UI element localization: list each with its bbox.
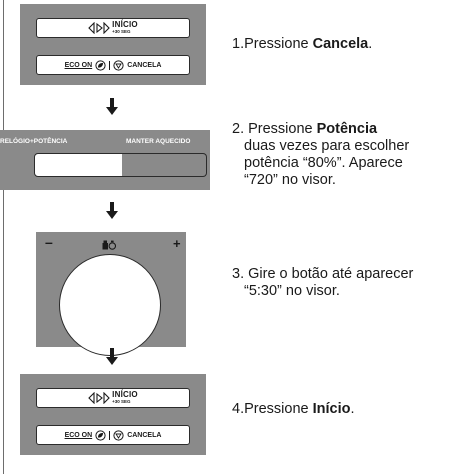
control-panel-power: RELÓGIO+POTÊNCIA MANTER AQUECIDO [0, 130, 210, 190]
separator-icon [109, 430, 111, 440]
separator-icon [109, 60, 111, 70]
down-arrow-icon [106, 98, 118, 115]
start-sublabel: +30 SEG [112, 399, 131, 405]
cancel-button[interactable]: ECO ON CANCELA [36, 425, 190, 445]
decrease-sign: – [45, 234, 53, 250]
left-margin-rule [3, 0, 4, 474]
cancel-label: CANCELA [127, 431, 162, 439]
start-label: INÍCIO [112, 390, 138, 400]
control-panel-dial: – + [36, 232, 186, 356]
cancel-button[interactable]: ECO ON CANCELA [36, 55, 190, 75]
increase-sign: + [173, 236, 181, 251]
power-button[interactable] [34, 153, 123, 177]
start-button[interactable]: INÍCIO +30 SEG [36, 388, 190, 408]
keep-warm-label: MANTER AQUECIDO [126, 138, 191, 145]
step-4-text: 4.Pressione Início. [232, 401, 355, 417]
start-button[interactable]: INÍCIO +30 SEG [36, 18, 190, 38]
control-dial[interactable] [59, 254, 161, 356]
start-icon [88, 392, 110, 404]
stop-icon [113, 429, 124, 441]
weight-timer-icon [102, 240, 116, 250]
down-arrow-icon [106, 202, 118, 219]
control-panel-start-cancel: INÍCIO +30 SEG ECO ON CANCELA [20, 4, 206, 85]
stop-icon [113, 59, 124, 71]
step-2-text: 2. Pressione Potência duas vezes para es… [232, 121, 410, 188]
cancel-label: CANCELA [127, 61, 162, 69]
keep-warm-button[interactable] [122, 153, 207, 177]
eco-on-label: ECO ON [64, 431, 93, 439]
start-label: INÍCIO [112, 20, 138, 30]
step-1-text: 1.Pressione Cancela. [232, 36, 373, 52]
start-sublabel: +30 SEG [112, 29, 131, 35]
step-3-text: 3. Gire o botão até aparecer “5:30” no v… [232, 266, 414, 299]
eco-leaf-icon [95, 429, 106, 441]
clock-power-label: RELÓGIO+POTÊNCIA [0, 138, 68, 145]
control-panel-start-cancel-2: INÍCIO +30 SEG ECO ON CANCELA [20, 374, 206, 455]
eco-leaf-icon [95, 59, 106, 71]
eco-on-label: ECO ON [64, 61, 93, 69]
start-icon [88, 22, 110, 34]
down-arrow-icon [106, 348, 118, 365]
